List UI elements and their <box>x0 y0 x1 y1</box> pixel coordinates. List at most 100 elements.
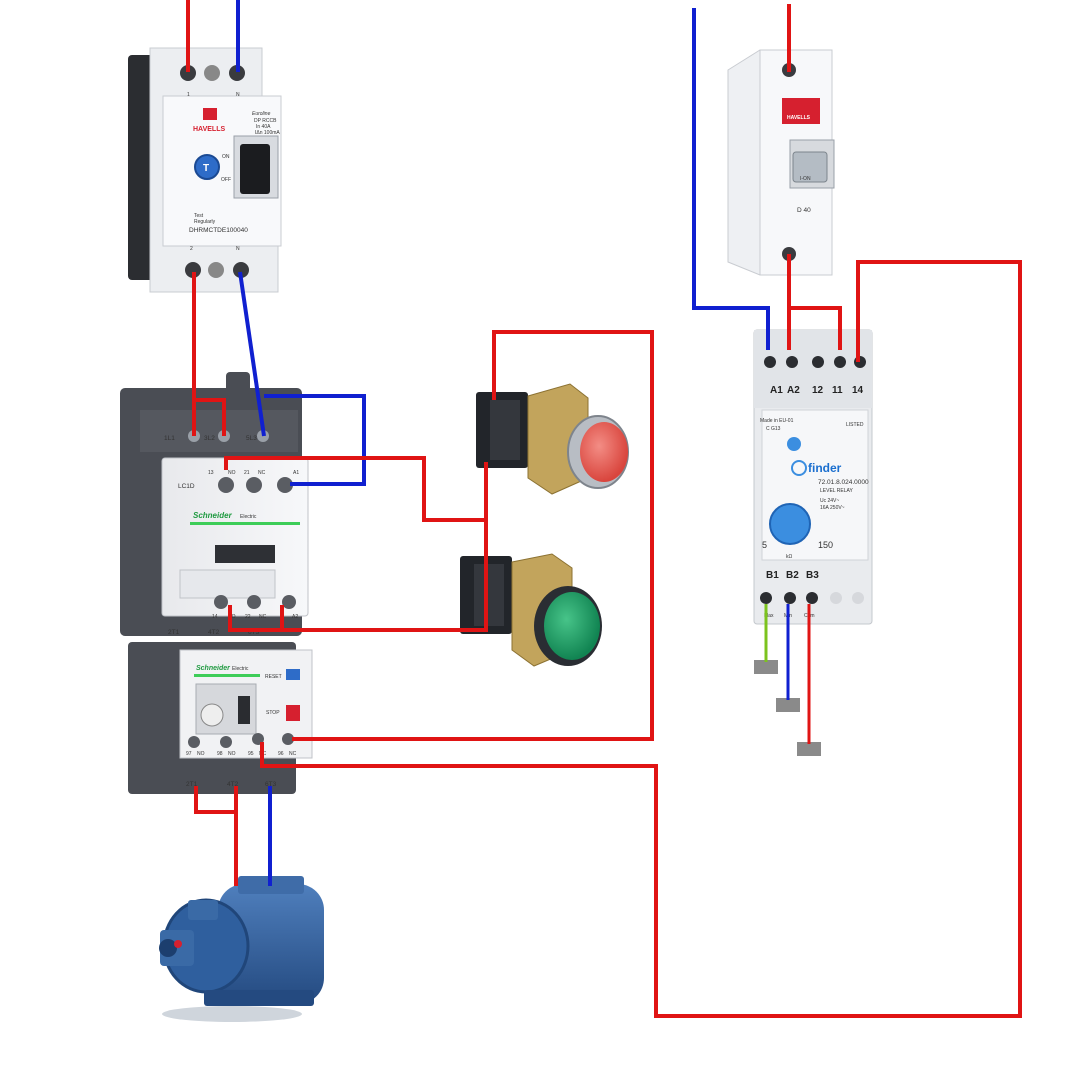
contactor-aux-label: 14 <box>212 614 218 620</box>
overload-output-label: 2T1 <box>186 781 198 788</box>
overload-screw <box>188 736 200 748</box>
overload-aux-label: 97 <box>186 751 192 757</box>
level-relay-type: LEVEL RELAY <box>820 488 853 494</box>
start-pushbutton <box>460 553 602 667</box>
overload-aux-label: NO <box>228 751 236 757</box>
contactor-aux-label: NC <box>258 470 266 476</box>
contactor-bottom-terminal-label: 6T3 <box>248 629 260 636</box>
contactor-top-terminal-label: 5L3 <box>246 435 257 442</box>
level-relay-sensor-terminal-label: B1 <box>766 570 779 581</box>
level-relay-voltage: Uc 24V~ <box>820 498 839 504</box>
rccb-device: 1 N HAVELLS Euroline DP RCCB In 40A IΔn … <box>128 47 282 293</box>
pump-inlet-port <box>159 939 177 957</box>
overload-reset-button[interactable] <box>286 669 300 680</box>
rccb-terminal-label: 2 <box>190 246 193 252</box>
stop-button-cap[interactable] <box>580 422 628 482</box>
contactor-top-terminal-label: 1L1 <box>164 435 175 442</box>
pump-motor <box>218 884 324 1004</box>
min-probe-tip <box>776 698 800 712</box>
mcb-brand: HAVELLS <box>787 115 811 121</box>
level-relay-dial-max: 150 <box>818 540 833 550</box>
overload-relay-device: Schneider Electric RESET STOP 97 NO 98 N… <box>128 642 313 794</box>
mcb-toggle-switch[interactable] <box>792 151 828 183</box>
rccb-model: DHRMCTDE100040 <box>189 227 248 234</box>
rccb-test-button[interactable] <box>194 154 220 180</box>
max-probe-tip <box>754 660 778 674</box>
contactor-aux-label: A1 <box>293 470 299 476</box>
pump-plug-icon <box>174 940 182 948</box>
rccb-test-text: Test <box>194 213 204 219</box>
contactor-aux-screw <box>218 477 234 493</box>
rccb-terminal-label: 1 <box>187 92 190 98</box>
contactor-label-plate <box>179 569 276 599</box>
contactor-aux-screw <box>277 477 293 493</box>
level-relay-dial-unit: kΩ <box>786 554 793 560</box>
havells-logo-icon <box>203 108 217 120</box>
com-probe-tip <box>797 742 821 756</box>
level-relay-screw <box>830 592 842 604</box>
overload-screw <box>282 733 294 745</box>
water-pump <box>159 876 324 1022</box>
contactor-brand: Schneider <box>193 511 233 520</box>
level-relay-led-icon <box>787 437 801 451</box>
level-relay-model: 72.01.8.024.0000 <box>818 479 869 486</box>
live-wire <box>194 398 226 436</box>
contactor-aux-screw <box>247 595 261 609</box>
level-relay-code: C G13 <box>766 426 781 432</box>
overload-aux-label: 96 <box>278 751 284 757</box>
contactor-hook <box>226 372 250 394</box>
level-relay-listed: LISTED <box>846 422 864 428</box>
contactor-top-terminal-label: 3L2 <box>204 435 215 442</box>
neutral-wire <box>238 271 266 437</box>
overload-aux-label: 98 <box>217 751 223 757</box>
mcb-device: HAVELLS I-ON D 40 <box>727 49 835 276</box>
contactor-aux-label: A2 <box>292 614 298 620</box>
contactor-window <box>215 545 275 563</box>
finder-logo-icon <box>791 460 807 476</box>
neutral-wire <box>692 8 770 350</box>
stop-pushbutton <box>476 383 629 495</box>
rccb-sensitivity: IΔn 100mA <box>255 130 280 136</box>
schneider-green-bar <box>190 522 300 525</box>
neutral-wire <box>264 394 366 486</box>
level-relay-terminal-label: 14 <box>852 385 864 396</box>
level-relay-sensor-terminal-label: B2 <box>786 570 799 581</box>
rccb-screw <box>185 262 201 278</box>
rccb-screw <box>208 262 224 278</box>
level-relay-sensor-terminal-label: B3 <box>806 570 819 581</box>
level-relay-terminal-label: 12 <box>812 385 824 396</box>
schneider-green-bar <box>194 674 260 677</box>
pump-shadow <box>162 1006 302 1022</box>
rccb-on-label: ON <box>222 154 230 160</box>
overload-output-label: 6T3 <box>265 781 277 788</box>
start-button-contact-block-face <box>474 564 504 626</box>
contactor-top-strip <box>140 410 298 452</box>
level-relay-screw <box>806 592 818 604</box>
contactor-bottom-terminal-label: 2T1 <box>168 629 180 636</box>
level-relay-terminal-label: A1 <box>770 385 783 396</box>
contactor-aux-screw <box>214 595 228 609</box>
control-wire <box>292 330 654 741</box>
overload-window <box>238 696 250 724</box>
level-relay-screw <box>760 592 772 604</box>
overload-aux-label: 95 <box>248 751 254 757</box>
rccb-toggle-switch[interactable] <box>240 144 270 194</box>
overload-current-dial[interactable] <box>200 703 224 727</box>
level-relay-sensitivity-dial[interactable] <box>769 503 811 545</box>
contactor-brand-sub: Electric <box>240 514 257 520</box>
overload-stop-button[interactable] <box>286 705 300 721</box>
contactor-aux-label: 22 <box>245 614 251 620</box>
rccb-brand: HAVELLS <box>193 126 225 133</box>
overload-brand: Schneider <box>196 665 231 672</box>
start-button-cap[interactable] <box>544 592 600 660</box>
pump-outlet <box>188 900 218 920</box>
contactor-aux-label: NO <box>228 470 236 476</box>
overload-stop-label: STOP <box>266 710 280 716</box>
overload-reset-label: RESET <box>265 674 282 680</box>
rccb-terminal-label: N <box>236 92 240 98</box>
level-relay-dial-min: 5 <box>762 540 767 550</box>
pump-base <box>204 990 314 1006</box>
rccb-off-label: OFF <box>221 177 231 183</box>
rccb-test-text: Regularly <box>194 219 216 225</box>
